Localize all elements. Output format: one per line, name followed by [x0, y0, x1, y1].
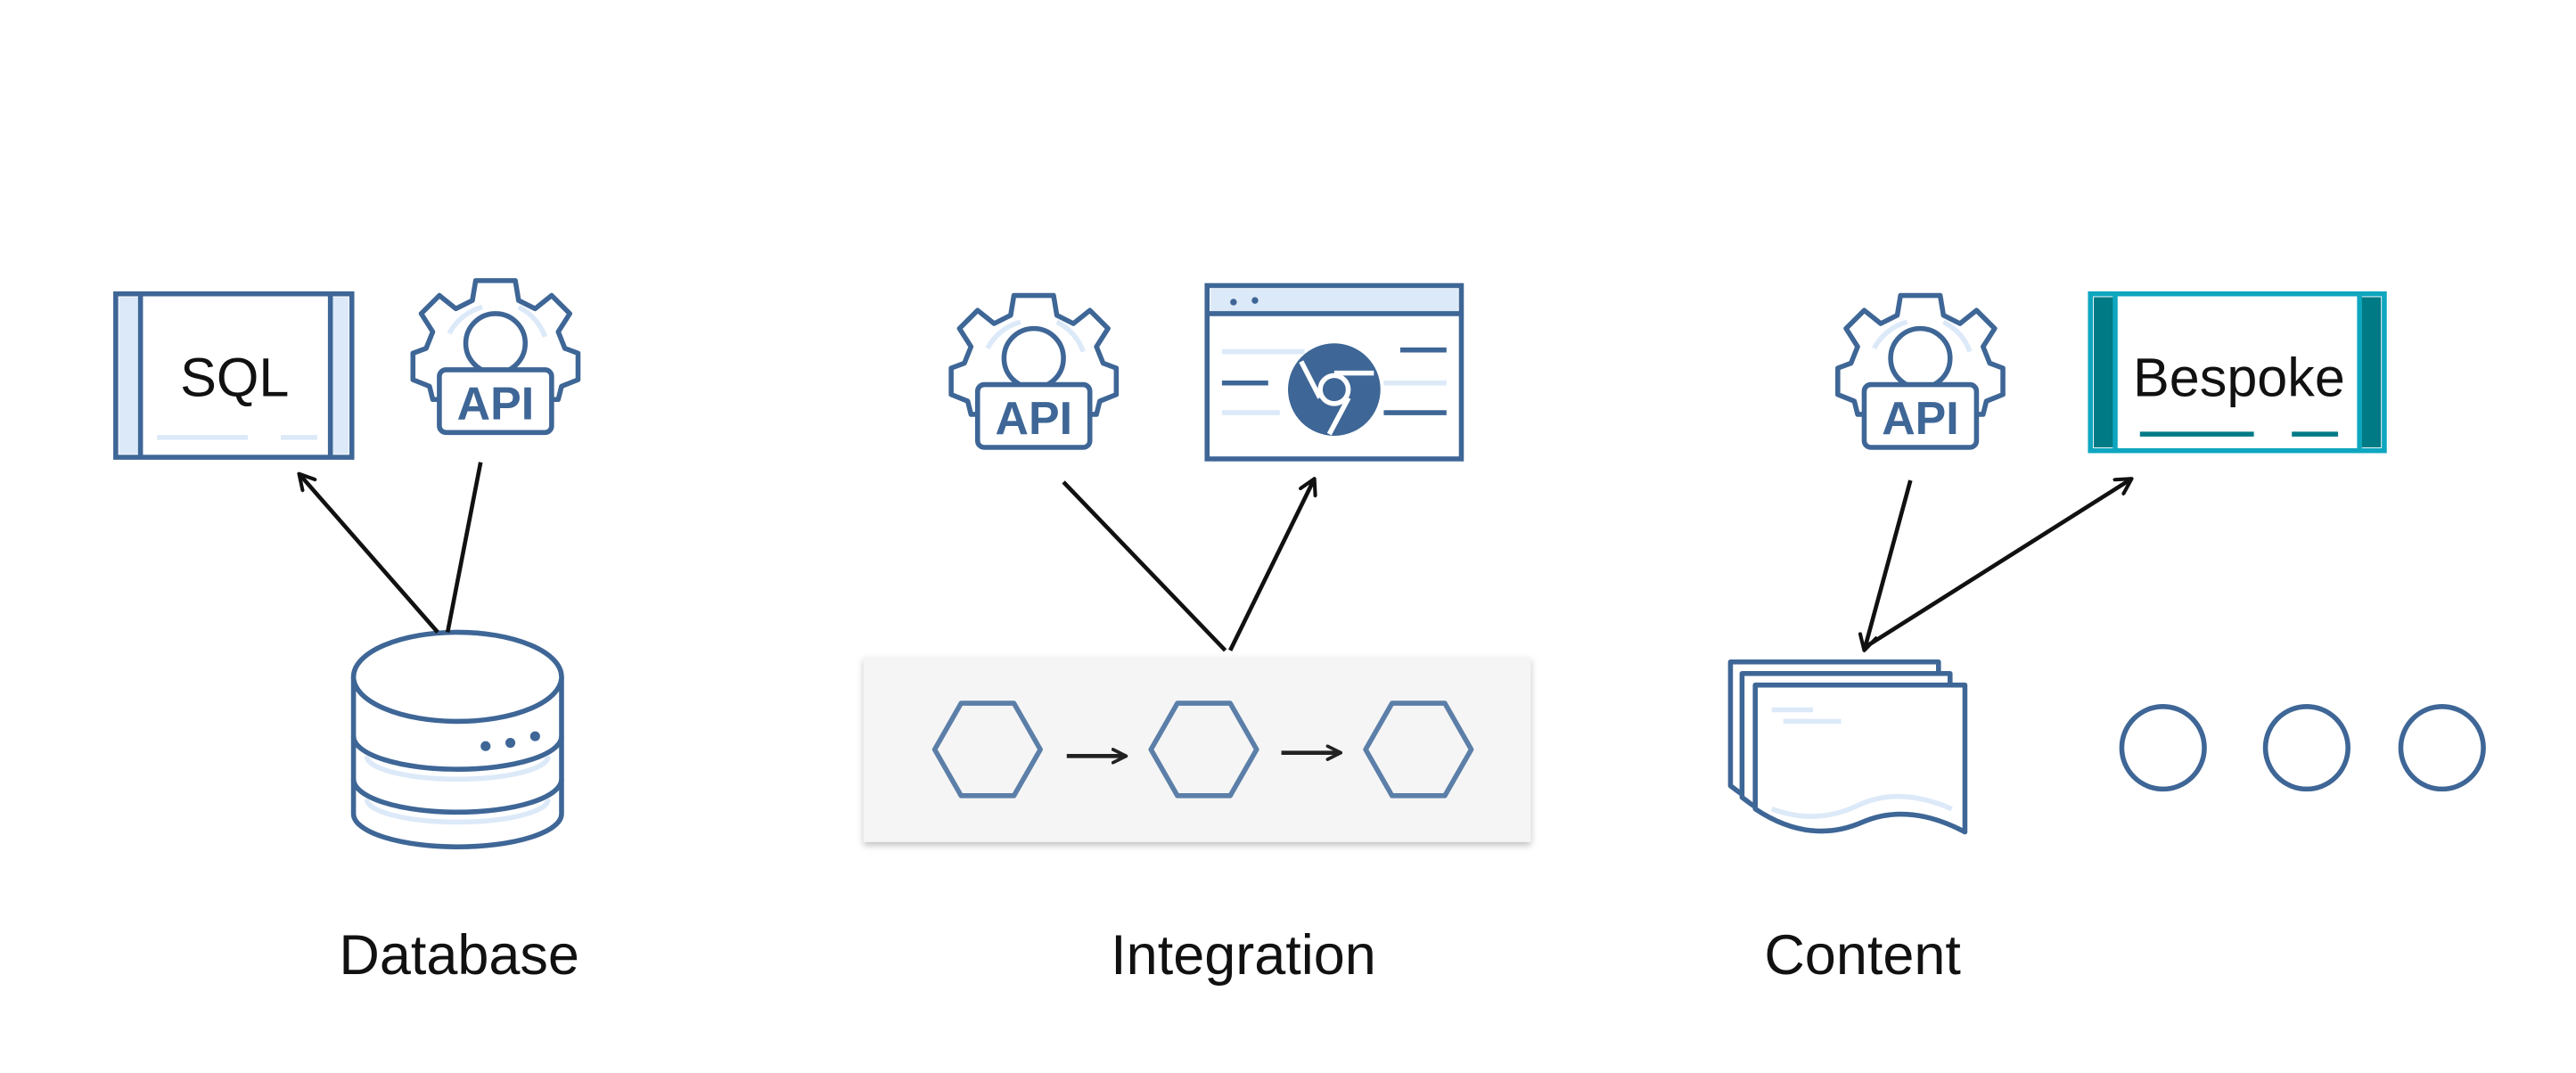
api-gear-icon: API	[1838, 296, 2003, 447]
connector-api-to-db	[445, 462, 483, 633]
api-gear-icon: API	[413, 281, 578, 432]
ellipsis-circles	[2119, 704, 2486, 792]
group-label: Content	[1764, 924, 1961, 987]
group-label: Integration	[1111, 924, 1376, 987]
arrow-api-to-docs	[1864, 479, 1913, 651]
connector-api-to-pipeline	[1062, 480, 1227, 652]
database-icon	[350, 629, 564, 849]
group-label: Database	[339, 924, 579, 987]
bespoke-panel: Bespoke	[2088, 291, 2387, 454]
integration-group: API	[863, 283, 1531, 987]
hexagon-icon	[1363, 700, 1474, 799]
sql-label: SQL	[180, 348, 289, 408]
api-label: API	[457, 377, 534, 429]
circle-icon	[2262, 704, 2350, 792]
api-gear-icon: API	[951, 296, 1116, 447]
bespoke-label: Bespoke	[2133, 348, 2345, 408]
circle-icon	[2398, 704, 2486, 792]
sql-panel: SQL	[113, 291, 355, 460]
hexagon-icon	[1148, 700, 1259, 799]
browser-window-icon	[1204, 283, 1464, 462]
circle-icon	[2119, 704, 2207, 792]
api-label: API	[1882, 392, 1958, 444]
hexagon-pipeline	[863, 657, 1531, 842]
hexagon-icon	[931, 700, 1043, 799]
api-label: API	[996, 392, 1072, 444]
arrow-db-to-sql	[299, 474, 439, 634]
documents-stack-icon	[1727, 659, 1968, 835]
database-group: SQL API Database	[113, 281, 579, 987]
arrow-pipeline-to-browser	[1228, 479, 1314, 651]
arrow-docs-to-bespoke	[1861, 479, 2132, 651]
content-group: API Bespoke	[1727, 291, 2486, 987]
chrome-icon	[1288, 343, 1381, 437]
